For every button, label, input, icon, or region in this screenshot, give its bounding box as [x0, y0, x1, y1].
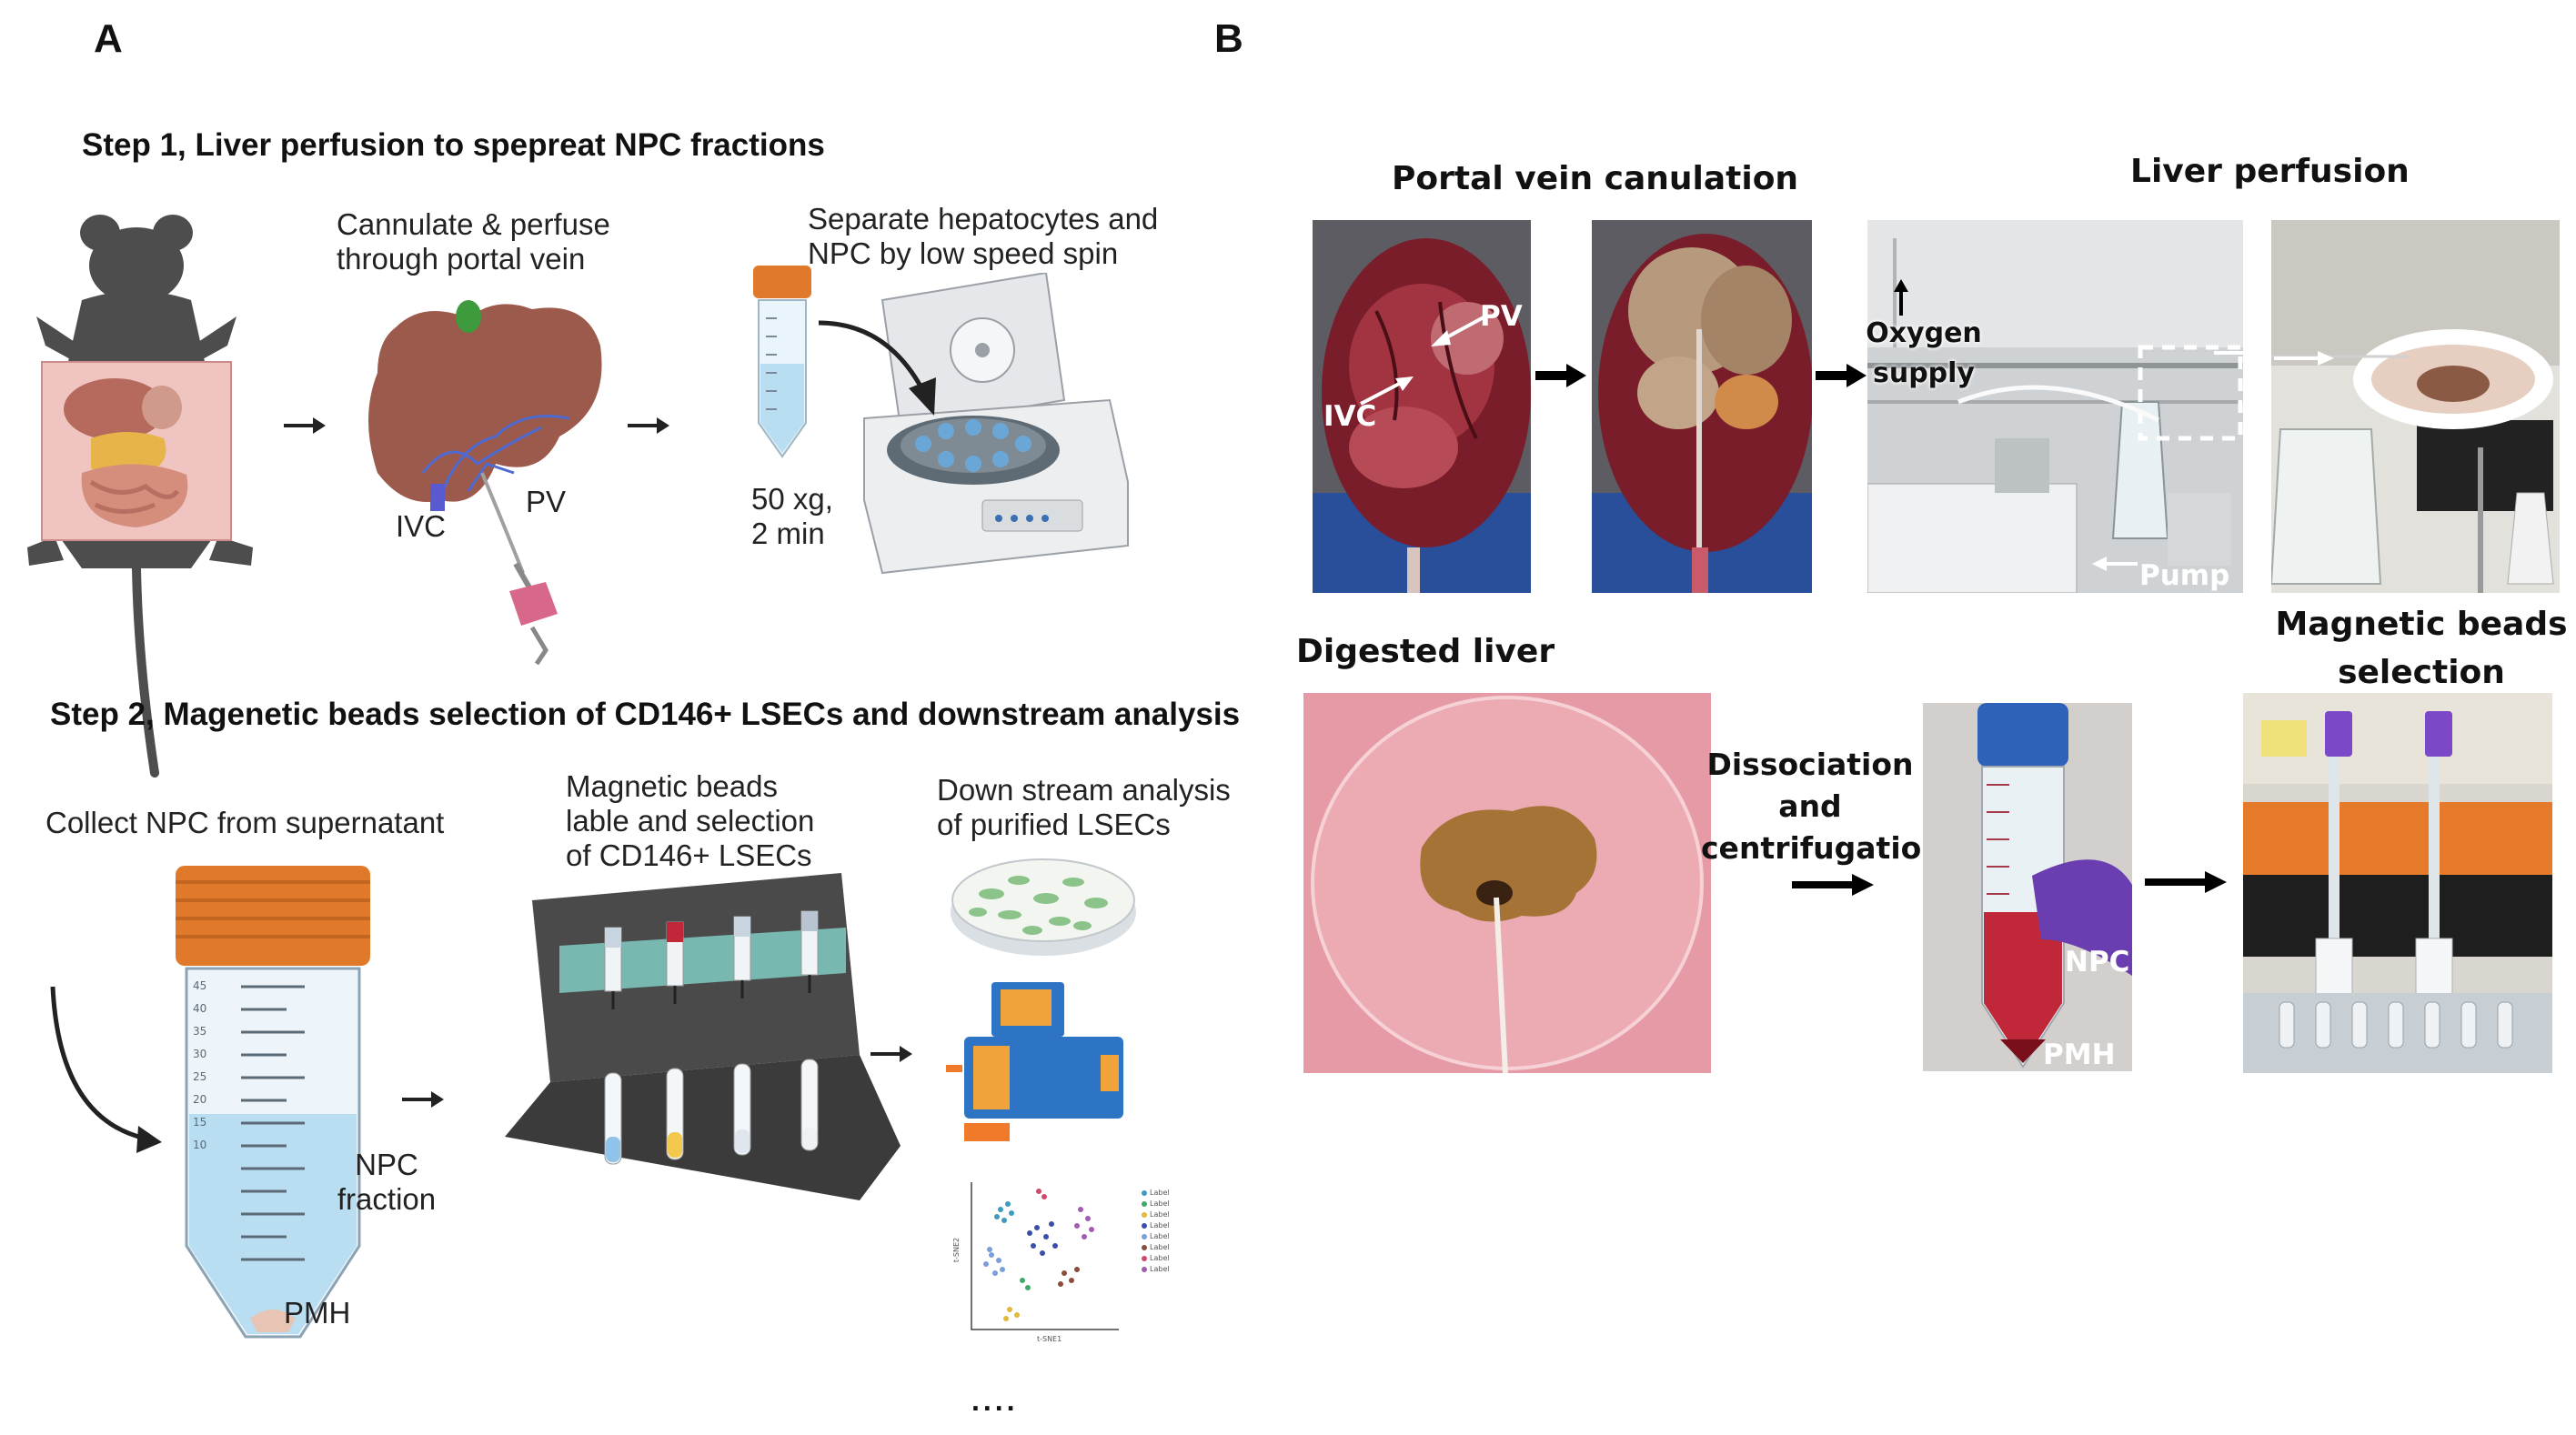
- panel-b-letter: B: [1214, 16, 1243, 61]
- step2-label-pmh: PMH: [284, 1296, 351, 1330]
- arrow-to-perfusion: [1816, 364, 1867, 387]
- tsne-legend-item: Label: [1150, 1189, 1170, 1197]
- step2-title: Step 2, Magenetic beads selection of CD1…: [50, 697, 1241, 732]
- caption-beads-line: Magnetic beads: [2275, 606, 2568, 643]
- photo-perfusion-setup: [1867, 220, 2243, 593]
- tsne-legend-item: Label: [1150, 1254, 1170, 1262]
- caption-dissociation: Dissociation and centrifugation: [1701, 744, 1943, 869]
- tsne-legend-item: Label: [1150, 1210, 1170, 1219]
- tsne-legend-item: Label: [1150, 1221, 1170, 1229]
- step1-label-pv: PV: [526, 485, 567, 518]
- panel-a-letter: A: [94, 16, 123, 61]
- pump-pointer-arrow: [2092, 557, 2138, 571]
- large-tube-illustration: [176, 866, 370, 1339]
- tube-marks: 45 40 35 30 25 20 15 10: [193, 975, 206, 1157]
- downstream-caption: Down stream analysis of purified LSECs: [937, 773, 1231, 842]
- separate-caption-line: Separate hepatocytes and: [808, 202, 1159, 236]
- cannulate-caption-line: Cannulate & perfuse: [337, 207, 610, 241]
- caption-beads: Magnetic beads selection: [2239, 600, 2576, 697]
- tsne-legend-item: Label: [1150, 1243, 1170, 1251]
- tube-mark: 30: [193, 1048, 207, 1060]
- caption-perfusion: Liver perfusion: [2130, 153, 2410, 190]
- step1-title: Step 1, Liver perfusion to spepreat NPC …: [82, 127, 825, 163]
- photo-label-npc: NPC: [2065, 946, 2130, 978]
- tsne-legend-item: Label: [1150, 1265, 1170, 1273]
- ivc-pointer-arrow: [1360, 376, 1414, 406]
- caption-dissociation-line: Dissociation: [1706, 747, 1914, 782]
- oxygen-label-line: supply: [1872, 357, 1975, 389]
- downstream-caption-line: of purified LSECs: [937, 808, 1171, 841]
- step2-arrow-1: [402, 1091, 444, 1108]
- cannulate-caption-line: through portal vein: [337, 242, 586, 276]
- tube-mark: 45: [193, 979, 207, 992]
- analyzer-illustration: [946, 982, 1123, 1141]
- tube-mark: 20: [193, 1093, 207, 1106]
- caption-canulation: Portal vein canulation: [1392, 160, 1799, 197]
- step1-label-ivc: IVC: [396, 509, 447, 543]
- caption-dissociation-line: and: [1778, 788, 1842, 824]
- closeup-pointer-arrow: [2274, 351, 2334, 366]
- oxygen-pointer-arrow: [1894, 279, 1908, 316]
- arrow-to-beads: [2145, 871, 2227, 893]
- photo-label-ivc: IVC: [1323, 400, 1377, 433]
- ellipsis: ....: [971, 1384, 1019, 1417]
- tsne-legend: Label Label Label Label Label Label Labe…: [1150, 1188, 1170, 1275]
- pv-pointer-arrow: [1431, 316, 1484, 346]
- spin-caption-line: 50 xg,: [751, 482, 833, 516]
- step2-arrow-2: [870, 1046, 912, 1062]
- tsne-legend-item: Label: [1150, 1199, 1170, 1208]
- caption-digested: Digested liver: [1296, 633, 1555, 670]
- step1-arrow-1: [284, 417, 326, 434]
- step1-arrow-2: [628, 417, 669, 434]
- spin-caption: 50 xg, 2 min: [751, 482, 833, 551]
- separate-caption: Separate hepatocytes and NPC by low spee…: [808, 202, 1158, 271]
- beads-caption-line: Magnetic beads: [566, 769, 778, 803]
- spin-caption-line: 2 min: [751, 517, 825, 550]
- separate-caption-line: NPC by low speed spin: [808, 236, 1119, 270]
- zoom-connector: [2214, 351, 2278, 355]
- tube-mark: 25: [193, 1070, 207, 1083]
- liver-illustration: [368, 300, 602, 666]
- tube-mark: 40: [193, 1002, 207, 1015]
- beads-caption-line: lable and selection: [566, 804, 815, 838]
- photo-digested-liver: [1303, 693, 1711, 1073]
- photo-canulation-2: [1592, 220, 1812, 593]
- centrifuge-arrow: [818, 320, 936, 416]
- photo-label-pmh: PMH: [2043, 1039, 2116, 1071]
- oxygen-label: Oxygen supply: [1865, 314, 1983, 394]
- beads-caption-line: of CD146+ LSECs: [566, 838, 812, 872]
- tsne-xlabel: t-SNE1: [1037, 1335, 1062, 1343]
- arrow-dissociation: [1792, 874, 1874, 896]
- mouse-illustration: [27, 215, 253, 778]
- npc-fraction-label-line: fraction: [337, 1182, 437, 1216]
- magnet-rack-illustration: [505, 873, 901, 1200]
- photo-perfusion-closeup: [2271, 220, 2560, 593]
- oxygen-label-line: Oxygen: [1866, 317, 1982, 349]
- petri-dish-illustration: [951, 858, 1136, 956]
- photo-magnetic-beads: [2243, 693, 2552, 1073]
- npc-fraction-label: NPC fraction: [323, 1148, 450, 1217]
- beads-caption: Magnetic beads lable and selection of CD…: [566, 769, 814, 873]
- tsne-ylabel: t-SNE2: [952, 1237, 961, 1263]
- small-tube-illustration: [753, 266, 811, 458]
- photo-canulation-1: [1313, 220, 1531, 593]
- tsne-legend-item: Label: [1150, 1232, 1170, 1240]
- downstream-caption-line: Down stream analysis: [937, 773, 1231, 807]
- arrow-canulation: [1535, 364, 1586, 387]
- cannulate-caption: Cannulate & perfuse through portal vein: [337, 207, 610, 276]
- caption-beads-line: selection: [2338, 654, 2505, 691]
- tube-mark: 10: [193, 1139, 207, 1151]
- photo-npc-tube: [1923, 703, 2132, 1071]
- pump-label: Pump: [2139, 559, 2230, 592]
- caption-dissociation-line: centrifugation: [1701, 830, 1943, 866]
- tube-mark: 35: [193, 1025, 207, 1038]
- npc-fraction-label-line: NPC: [355, 1148, 418, 1181]
- photo-label-pv: PV: [1480, 300, 1523, 333]
- tsne-plot: [971, 1182, 1147, 1330]
- collect-arrow: [50, 986, 162, 1153]
- tube-mark: 15: [193, 1116, 207, 1129]
- collect-caption: Collect NPC from supernatant: [45, 806, 445, 839]
